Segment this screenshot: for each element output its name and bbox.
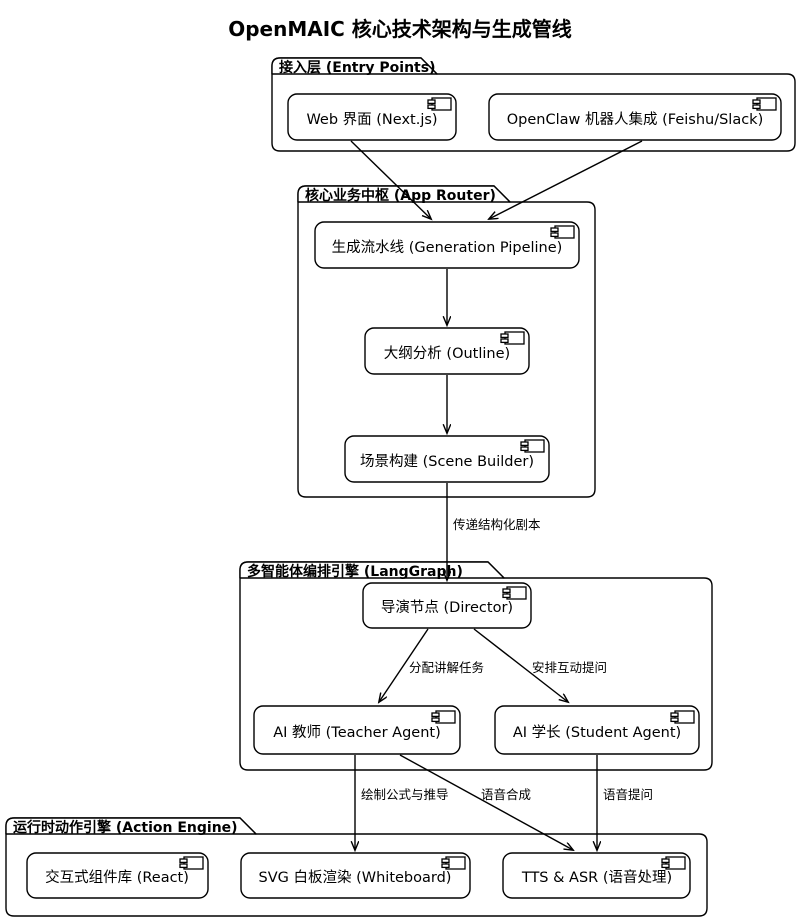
component-react-box[interactable] (26, 852, 209, 899)
component-outline[interactable]: 大纲分析 (Outline) (364, 327, 530, 375)
uml-component-icon (550, 225, 575, 239)
component-whiteboard-label: SVG 白板渲染 (Whiteboard) (259, 868, 452, 886)
page-title: OpenMAIC 核心技术架构与生成管线 (228, 17, 572, 41)
package-entry-tab (271, 57, 438, 75)
component-scene-box[interactable] (344, 435, 550, 483)
component-pipeline-box[interactable] (314, 221, 580, 269)
edge-teacher-to-ttsasr: 语音合成 (399, 754, 573, 850)
component-student-box[interactable] (494, 705, 700, 755)
uml-component-icon (670, 710, 695, 724)
edge-label-schedule-question: 安排互动提问 (532, 660, 607, 675)
edge-openclaw-to-pipeline (489, 140, 643, 219)
edge-director-to-teacher: 分配讲解任务 (379, 628, 484, 702)
component-openclaw-box[interactable] (488, 93, 782, 141)
package-action-label: 运行时动作引擎 (Action Engine) (13, 819, 238, 836)
component-scene-label: 场景构建 (Scene Builder) (360, 453, 534, 470)
uml-component-icon (502, 586, 527, 600)
edge-director-to-student: 安排互动提问 (473, 628, 607, 702)
edge-teacher-to-whiteboard: 绘制公式与推导 (355, 755, 449, 850)
edge-label-asr: 语音提问 (603, 787, 653, 802)
uml-component-icon (661, 856, 686, 870)
package-router: 核心业务中枢 (App Router) 生成流水线 (Generation Pi… (297, 185, 596, 498)
edge-student-to-ttsasr: 语音提问 (597, 755, 653, 850)
component-web-label: Web 界面 (Next.js) (306, 112, 437, 128)
component-web-box[interactable] (287, 93, 457, 141)
component-ttsasr-label: TTS & ASR (语音处理) (521, 869, 672, 886)
edge-label-draw-formula: 绘制公式与推导 (361, 787, 449, 802)
component-pipeline-label: 生成流水线 (Generation Pipeline) (332, 239, 563, 256)
package-entry: 接入层 (Entry Points) Web 界面 (Next.js) Open… (271, 57, 796, 152)
uml-component-icon (427, 97, 452, 111)
component-scene[interactable]: 场景构建 (Scene Builder) (344, 435, 550, 483)
package-langgraph: 多智能体编排引擎 (LangGraph) 导演节点 (Director) AI … (239, 561, 713, 771)
component-web[interactable]: Web 界面 (Next.js) (287, 93, 457, 141)
package-router-tab (297, 185, 511, 203)
package-entry-label: 接入层 (Entry Points) (279, 59, 435, 76)
package-langgraph-tab (239, 561, 505, 579)
edge-label-structured-script: 传递结构化剧本 (453, 517, 541, 532)
component-student[interactable]: AI 学长 (Student Agent) (494, 705, 700, 755)
uml-component-icon (500, 331, 525, 345)
edge-label-tts: 语音合成 (481, 787, 531, 802)
package-router-label: 核心业务中枢 (App Router) (305, 187, 496, 204)
package-langgraph-label: 多智能体编排引擎 (LangGraph) (247, 563, 463, 580)
uml-component-icon (441, 856, 466, 870)
component-outline-label: 大纲分析 (Outline) (384, 345, 510, 362)
component-react-label: 交互式组件库 (React) (45, 868, 189, 886)
uml-component-icon (752, 97, 777, 111)
component-student-label: AI 学长 (Student Agent) (513, 724, 681, 741)
component-director-box[interactable] (362, 582, 532, 629)
component-react[interactable]: 交互式组件库 (React) (26, 852, 209, 899)
package-action-tab (5, 817, 257, 835)
uml-component-icon (520, 439, 545, 453)
component-outline-box[interactable] (364, 327, 530, 375)
component-openclaw[interactable]: OpenClaw 机器人集成 (Feishu/Slack) (488, 93, 782, 141)
edge-label-assign-lecture: 分配讲解任务 (409, 660, 484, 675)
component-openclaw-label: OpenClaw 机器人集成 (Feishu/Slack) (507, 111, 763, 128)
uml-component-icon (431, 710, 456, 724)
component-ttsasr[interactable]: TTS & ASR (语音处理) (502, 852, 691, 899)
component-teacher[interactable]: AI 教师 (Teacher Agent) (253, 705, 461, 755)
component-teacher-box[interactable] (253, 705, 461, 755)
component-pipeline[interactable]: 生成流水线 (Generation Pipeline) (314, 221, 580, 269)
component-director-label: 导演节点 (Director) (381, 599, 513, 616)
component-teacher-label: AI 教师 (Teacher Agent) (273, 724, 441, 741)
uml-component-icon (179, 856, 204, 870)
component-director[interactable]: 导演节点 (Director) (362, 582, 532, 629)
component-ttsasr-box[interactable] (502, 852, 691, 899)
edge-scene-to-director: 传递结构化剧本 (447, 483, 541, 580)
package-action: 运行时动作引擎 (Action Engine) 交互式组件库 (React) S… (5, 817, 708, 917)
component-whiteboard[interactable]: SVG 白板渲染 (Whiteboard) (240, 852, 471, 899)
component-whiteboard-box[interactable] (240, 852, 471, 899)
edge-web-to-pipeline (350, 140, 431, 219)
